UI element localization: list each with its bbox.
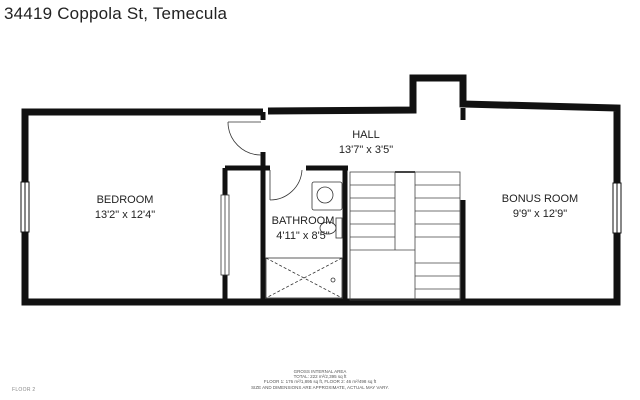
toilet-bowl [319,221,337,235]
bedroom-name: BEDROOM [97,194,154,206]
bedroom-door [227,120,270,156]
outer-walls [21,74,621,306]
bathroom-dims: 4'11" x 8'5" [276,230,329,242]
area-summary: GROSS INTERNAL AREA TOTAL: 222 m²/2,395 … [0,369,640,390]
area-summary-total: TOTAL: 222 m²/2,395 sq ft [293,374,347,380]
windows [20,181,622,234]
area-summary-title: GROSS INTERNAL AREA [293,369,347,374]
outer-wall [225,74,621,306]
floor-label: FLOOR 2 [12,387,36,393]
shower [265,257,343,299]
area-summary-floors: FLOOR 1: 176 m²/1,895 sq ft, FLOOR 2: 46… [263,379,377,385]
bonus-room-dims: 9'9" x 12'9" [513,208,567,220]
hall-name: HALL [352,129,380,141]
bathroom-door [269,163,306,201]
bathroom-name: BATHROOM [272,215,335,227]
stairs [349,171,461,301]
bedroom-dims: 13'2" x 12'4" [95,209,155,221]
area-summary-disclaimer: SIZE AND DIMENSIONS ARE APPROXIMATE, ACT… [251,384,389,390]
closet-doors [220,194,230,276]
bonus-room-name: BONUS ROOM [502,193,578,205]
bathroom-fixtures [265,181,343,299]
sink [316,186,334,204]
hall-dims: 13'7" x 3'5" [339,144,393,156]
toilet-tank [335,217,343,239]
property-address: 34419 Coppola St, Temecula [4,4,228,23]
